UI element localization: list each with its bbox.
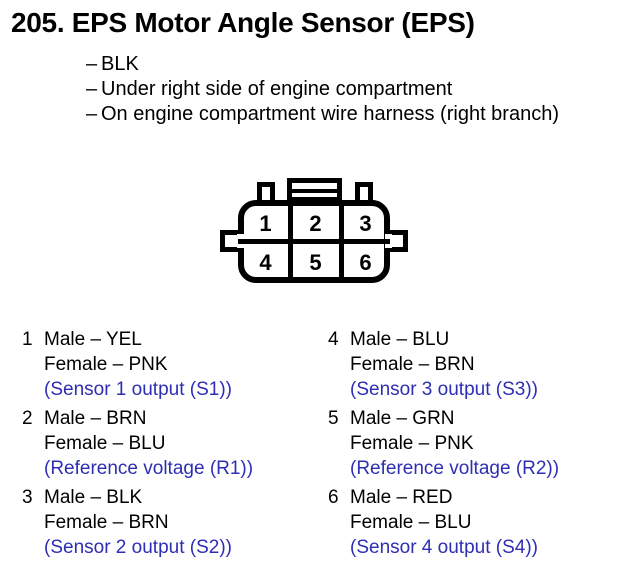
pin-legend-male-wire: Male – YEL — [44, 329, 142, 350]
connector-pin-5: 5 — [309, 250, 322, 275]
header-bullet-item: –On engine compartment wire harness (rig… — [86, 102, 559, 127]
connector-top-tab-left-icon — [257, 182, 275, 202]
connector-diagram: 1 2 3 4 5 6 — [205, 176, 425, 291]
pin-legend-function: (Sensor 2 output (S2)) — [44, 537, 232, 558]
pin-legend-right-column: 4 Male – BLU Female – BRN (Sensor 3 outp… — [328, 327, 633, 564]
pin-legend-function: (Reference voltage (R2)) — [350, 458, 560, 479]
pin-legend-male-wire: Male – BLU — [350, 329, 450, 350]
pin-legend-entry: 4 Male – BLU Female – BRN (Sensor 3 outp… — [328, 327, 633, 402]
page-title: 205. EPS Motor Angle Sensor (EPS) — [11, 7, 475, 38]
pin-legend-female-wire: Female – BLU — [350, 512, 472, 533]
pin-legend-entry: 2 Male – BRN Female – BLU (Reference vol… — [22, 406, 322, 481]
pin-legend-function: (Reference voltage (R1)) — [44, 458, 254, 479]
pin-legend-left-column: 1 Male – YEL Female – PNK (Sensor 1 outp… — [22, 327, 322, 564]
header-bullet-text: Under right side of engine compartment — [101, 78, 453, 100]
pin-legend-female-wire: Female – BRN — [350, 354, 475, 375]
pin-legend-function: (Sensor 1 output (S1)) — [44, 379, 232, 400]
connector-pin-1: 1 — [259, 211, 272, 236]
connector-divider-horizontal — [238, 239, 390, 244]
pin-legend-male-wire: Male – BRN — [44, 408, 147, 429]
pin-legend-entry: 6 Male – RED Female – BLU (Sensor 4 outp… — [328, 485, 633, 560]
bullet-dash: – — [86, 78, 98, 100]
header-bullet-text: On engine compartment wire harness (righ… — [101, 103, 559, 125]
pin-legend-function: (Sensor 4 output (S4)) — [350, 537, 538, 558]
pin-legend-female-wire: Female – PNK — [350, 433, 474, 454]
pin-legend-number: 4 — [328, 329, 339, 350]
pin-legend-function: (Sensor 3 output (S3)) — [350, 379, 538, 400]
connector-pin-3: 3 — [359, 211, 372, 236]
pin-legend-female-wire: Female – PNK — [44, 354, 168, 375]
pin-legend-male-wire: Male – BLK — [44, 487, 143, 508]
pin-legend-female-wire: Female – BRN — [44, 512, 169, 533]
connector-pin-6: 6 — [359, 250, 372, 275]
pin-legend-number: 1 — [22, 329, 33, 350]
pin-legend-entry: 5 Male – GRN Female – PNK (Reference vol… — [328, 406, 633, 481]
pin-legend-female-wire: Female – BLU — [44, 433, 166, 454]
header-bullet-item: –BLK — [86, 52, 559, 77]
pin-legend-entry: 3 Male – BLK Female – BRN (Sensor 2 outp… — [22, 485, 322, 560]
header-bullet-text: BLK — [101, 53, 139, 75]
pin-legend-male-wire: Male – RED — [350, 487, 453, 508]
pin-legend-entry: 1 Male – YEL Female – PNK (Sensor 1 outp… — [22, 327, 322, 402]
pin-legend-number: 2 — [22, 408, 33, 429]
pin-legend-number: 5 — [328, 408, 339, 429]
header-bullet-item: –Under right side of engine compartment — [86, 77, 559, 102]
connector-top-tab-right-icon — [355, 182, 373, 202]
connector-latch-bar-icon — [291, 197, 338, 201]
pin-legend-number: 3 — [22, 487, 33, 508]
pin-legend-male-wire: Male – GRN — [350, 408, 455, 429]
bullet-dash: – — [86, 53, 98, 75]
pin-legend-number: 6 — [328, 487, 339, 508]
connector-latch-bar-icon — [291, 189, 338, 193]
connector-pin-2: 2 — [309, 211, 322, 236]
header-bullet-list: –BLK –Under right side of engine compart… — [86, 52, 559, 127]
connector-pin-4: 4 — [259, 250, 272, 275]
bullet-dash: – — [86, 103, 98, 125]
